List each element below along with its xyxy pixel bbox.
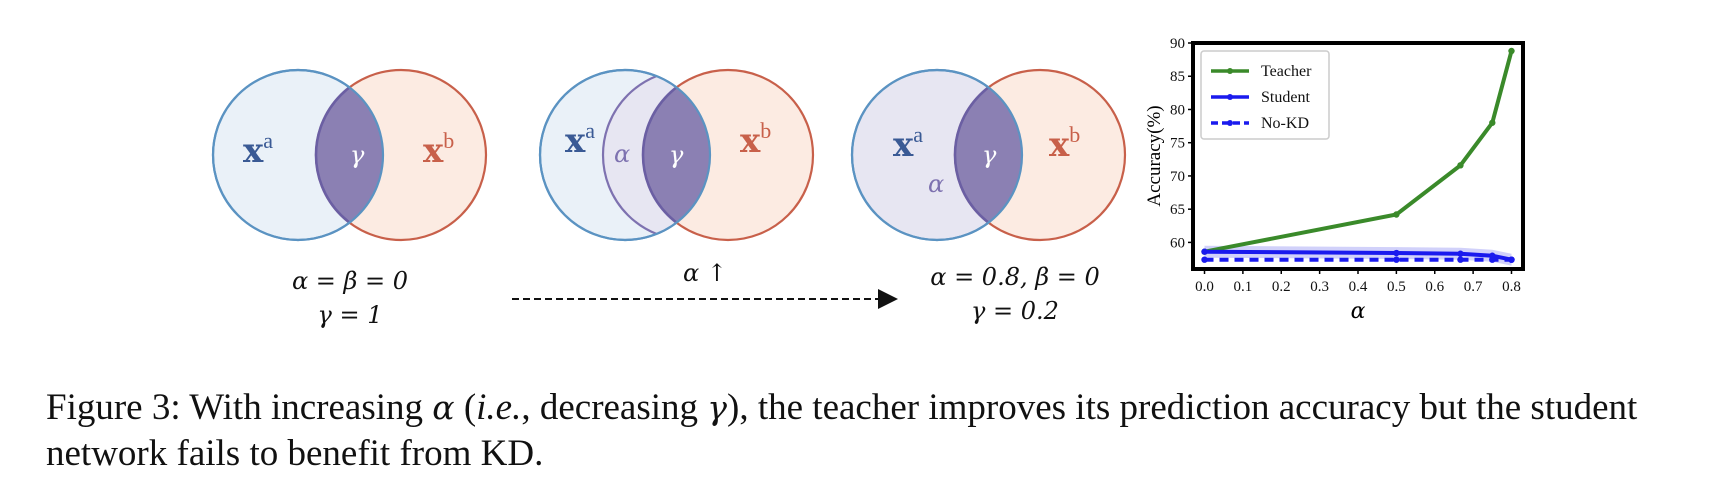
x-tick-label: 0.7 — [1464, 279, 1483, 295]
circle-xa-outline — [850, 68, 1024, 242]
label-xb: xb — [740, 118, 771, 161]
overlap-gamma — [953, 70, 1022, 240]
legend-label-teacher: Teacher — [1261, 63, 1312, 80]
x-axis-label: α — [1351, 299, 1366, 324]
label-xb: xb — [423, 128, 454, 171]
alpha-increase-label: α ↑ — [683, 259, 727, 287]
x-tick-label: 0.8 — [1502, 279, 1521, 295]
label-xa: xa — [565, 118, 595, 161]
data-point-student — [1457, 250, 1464, 257]
y-tick-label: 90 — [1170, 36, 1185, 52]
x-tick-label: 0.6 — [1425, 279, 1444, 295]
equation-left: α = β = 0 γ = 1 — [260, 264, 440, 332]
y-tick-label: 80 — [1170, 102, 1185, 118]
caption-text-3: , decreasing — [521, 387, 708, 428]
y-tick-label: 75 — [1170, 136, 1185, 152]
venn-diagram-1: xa γ xb — [211, 68, 488, 242]
legend-label-student: Student — [1261, 89, 1310, 106]
data-point-student — [1201, 248, 1208, 255]
data-point-teacher — [1489, 119, 1496, 126]
data-point-no-kd — [1393, 256, 1400, 263]
data-point-student — [1393, 249, 1400, 257]
label-xb: xb — [1049, 122, 1080, 165]
equation-right: α = 0.8, β = 0 γ = 0.2 — [905, 260, 1125, 328]
label-gamma: γ — [669, 141, 684, 169]
data-point-no-kd — [1457, 256, 1464, 263]
legend-box — [1200, 50, 1330, 140]
label-xa: xa — [243, 128, 273, 171]
data-point-no-kd — [1508, 256, 1515, 263]
caption-text-1: Figure 3: With increasing — [46, 387, 433, 428]
accuracy-chart: 0.0 0.1 0.2 0.3 0.4 0.5 0.6 0.7 0.8 60 65 70 75 80 85 9… — [1144, 36, 1525, 324]
equation-right-line2: γ = 0.2 — [971, 297, 1059, 325]
legend-label-no-kd: No-KD — [1261, 115, 1309, 132]
y-tick-label: 70 — [1170, 169, 1185, 185]
caption-text-2: ( — [454, 387, 477, 428]
data-point-no-kd — [1201, 256, 1208, 263]
label-alpha: α — [928, 170, 944, 198]
figure-3: xa γ xb xa α γ xb xa α γ xb 0.0 0.1 0.2 0.3… — [211, 36, 1525, 324]
legend-marker-teacher — [1227, 68, 1233, 74]
data-point-teacher — [1508, 47, 1515, 55]
caption-ie: i.e. — [476, 387, 522, 428]
caption-gamma: γ — [707, 388, 728, 427]
x-tick-label: 0.1 — [1234, 279, 1253, 295]
y-tick-label: 65 — [1170, 202, 1185, 218]
equation-left-line1: α = β = 0 — [291, 267, 409, 295]
circle-xa-outline — [538, 68, 712, 242]
overlap-gamma — [314, 70, 383, 240]
x-tick-label: 0.5 — [1387, 279, 1406, 295]
x-tick-label: 0.2 — [1272, 279, 1291, 295]
label-xa: xa — [893, 122, 923, 165]
x-tick-label: 0.3 — [1310, 279, 1329, 295]
caption-text-4: ), the teacher improves its prediction a… — [46, 387, 1638, 474]
x-tick-label: 0.4 — [1349, 279, 1368, 295]
overlap-gamma — [641, 70, 710, 240]
circle-xa-outline — [211, 68, 385, 242]
data-point-teacher — [1393, 211, 1400, 218]
venn-diagram-3: xa α γ xb — [850, 68, 1127, 242]
label-gamma: γ — [982, 141, 997, 169]
figure-caption: Figure 3: With increasing α (i.e., decre… — [46, 385, 1706, 477]
label-alpha: α — [614, 140, 630, 168]
y-tick-label: 85 — [1170, 69, 1185, 85]
venn-diagram-2: xa α γ xb — [538, 68, 815, 242]
legend-marker-no-kd — [1227, 120, 1233, 126]
caption-alpha: α — [432, 388, 455, 427]
y-tick-label: 60 — [1170, 235, 1185, 251]
x-tick-label: 0.0 — [1195, 279, 1214, 295]
label-gamma: γ — [350, 141, 365, 169]
equation-middle: α ↑ — [640, 256, 770, 290]
data-point-teacher — [1457, 162, 1464, 169]
equation-left-line2: γ = 1 — [317, 301, 383, 329]
data-point-no-kd — [1489, 256, 1496, 263]
y-axis-label: Accuracy(%) — [1144, 105, 1165, 206]
equation-right-line1: α = 0.8, β = 0 — [930, 263, 1100, 291]
legend-marker-student — [1227, 94, 1233, 100]
